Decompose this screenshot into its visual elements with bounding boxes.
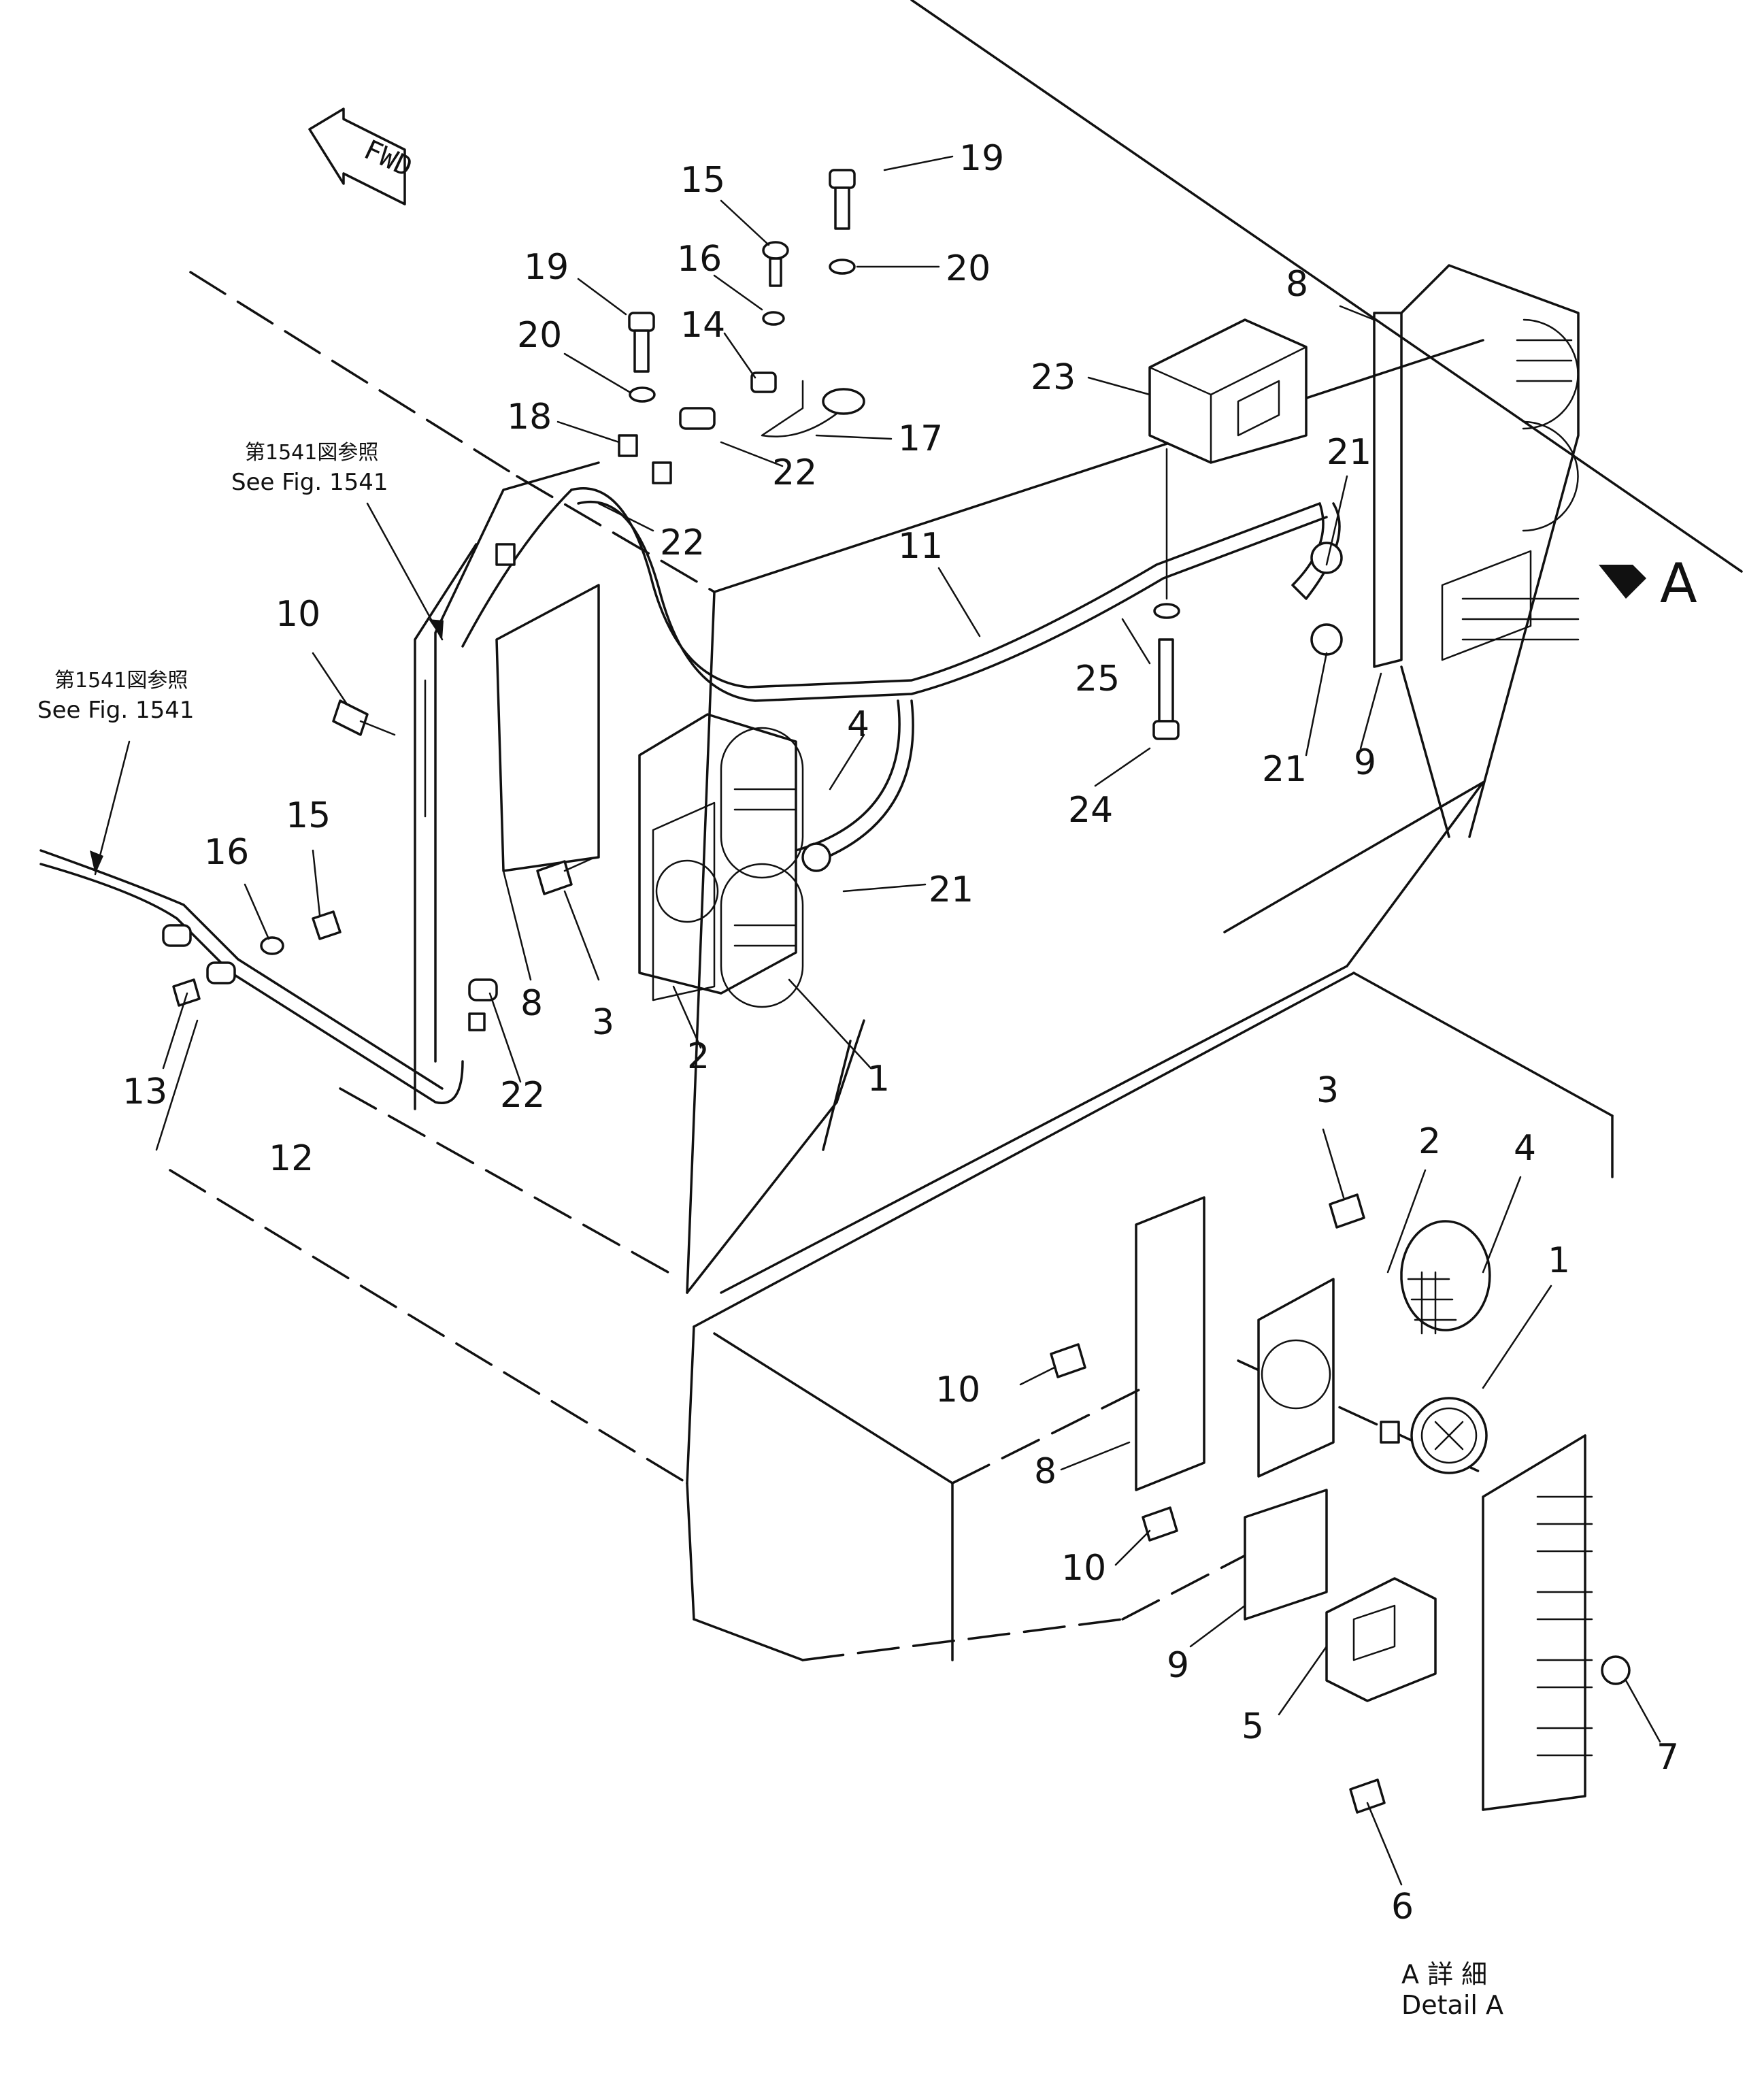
callout: 5 — [1242, 1706, 1264, 1747]
svg-text:第1541図参照: 第1541図参照 — [54, 669, 188, 693]
callout: 9 — [1167, 1645, 1189, 1686]
hardware-parts — [162, 169, 1308, 1031]
callout: 8 — [1034, 1451, 1056, 1492]
callout: 10 — [1061, 1548, 1106, 1589]
callout: 11 — [898, 526, 943, 567]
callout-numbers: 19 20 15 16 19 20 14 17 18 22 22 23 11 2… — [122, 138, 1679, 1927]
callout-leaders — [155, 155, 1661, 1886]
callout: 1 — [867, 1059, 890, 1099]
callout: 21 — [1262, 749, 1307, 790]
callout: 9 — [1354, 742, 1376, 783]
callout: 2 — [687, 1036, 710, 1077]
svg-text:See Fig. 1541: See Fig. 1541 — [231, 469, 388, 496]
callout: 1 — [1548, 1240, 1570, 1281]
svg-text:See Fig. 1541: See Fig. 1541 — [37, 697, 194, 724]
callout: 22 — [500, 1075, 545, 1116]
view-a-arrow: A — [1599, 552, 1697, 615]
callout: 15 — [680, 160, 725, 201]
callout: 22 — [660, 523, 705, 563]
wire-harness — [39, 487, 1343, 1104]
detail-a-view — [1050, 1193, 1631, 1814]
callout: 25 — [1075, 659, 1120, 699]
callout: 6 — [1391, 1887, 1414, 1927]
center-lamp-box — [638, 713, 804, 1008]
callout: 19 — [959, 138, 1004, 179]
cross-ref-2: 第1541図参照 See Fig. 1541 — [37, 669, 194, 876]
callout: 19 — [524, 247, 569, 288]
detail-a-en: Detail A — [1401, 1990, 1503, 2020]
callout: 10 — [276, 594, 320, 635]
callout: 21 — [1327, 432, 1371, 473]
callout: 24 — [1068, 790, 1113, 831]
callout: 7 — [1657, 1737, 1679, 1778]
callout: 15 — [286, 795, 331, 836]
callout: 10 — [935, 1370, 980, 1410]
fwd-arrow: FWD — [308, 107, 417, 205]
callout: 21 — [929, 869, 973, 910]
callout: 23 — [1031, 357, 1076, 398]
callout: 3 — [1316, 1070, 1339, 1111]
view-a-label: A — [1660, 552, 1697, 615]
callout: 2 — [1418, 1121, 1441, 1162]
side-frame-left — [414, 461, 600, 1110]
right-lamp-frame — [1373, 264, 1580, 838]
svg-text:第1541図参照: 第1541図参照 — [245, 441, 378, 465]
callout: 17 — [898, 418, 943, 459]
callout: 8 — [520, 983, 543, 1024]
callout: 22 — [772, 452, 817, 493]
callout: 13 — [122, 1072, 167, 1112]
callout: 8 — [1286, 264, 1308, 305]
cross-ref-1: 第1541図参照 See Fig. 1541 — [231, 441, 444, 641]
callout: 4 — [1514, 1128, 1536, 1169]
callout: 20 — [517, 315, 562, 356]
callout: 14 — [680, 305, 725, 346]
callout: 16 — [677, 239, 722, 280]
callout: 16 — [204, 832, 249, 873]
callout: 3 — [592, 1002, 614, 1043]
callout: 12 — [269, 1138, 314, 1179]
callout: 18 — [507, 397, 552, 437]
callout: 4 — [847, 704, 869, 745]
detail-a-jp: A 詳 細 — [1401, 1959, 1487, 1989]
callout: 20 — [946, 248, 991, 289]
